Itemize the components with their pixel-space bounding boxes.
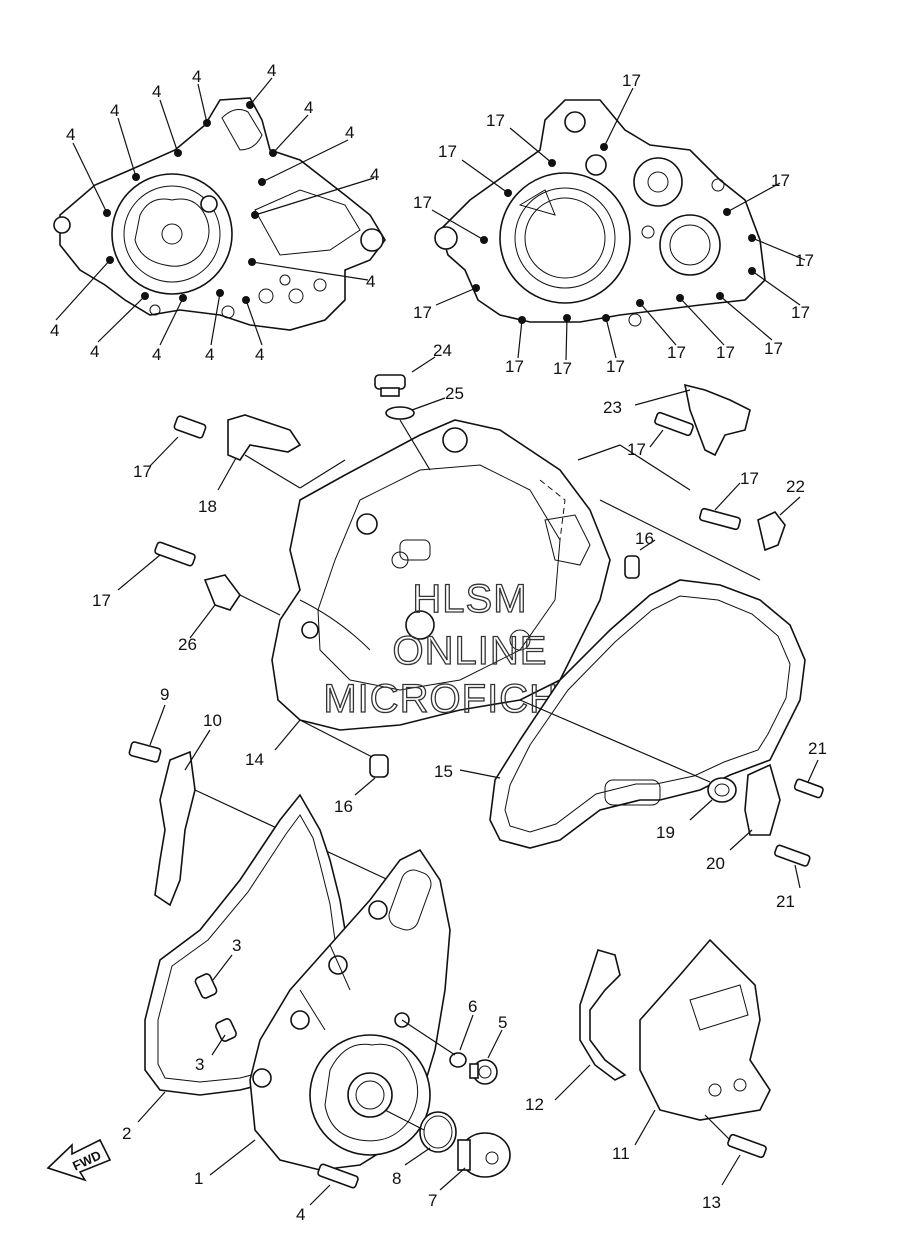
plug-5 bbox=[401, 1014, 503, 1085]
callout-10: 10 bbox=[203, 711, 222, 730]
callout-21a: 21 bbox=[808, 739, 827, 758]
callout-17a: 17 bbox=[133, 462, 152, 481]
callout-18: 18 bbox=[198, 497, 217, 516]
bolt-13 bbox=[704, 1114, 767, 1186]
dowels-3 bbox=[194, 954, 237, 1056]
callout-17-r10: 17 bbox=[764, 339, 783, 358]
clip-22 bbox=[599, 482, 801, 581]
crankcase-cover-main bbox=[271, 419, 611, 731]
callout-4-l9: 4 bbox=[255, 345, 264, 364]
callout-22: 22 bbox=[786, 477, 805, 496]
dowel-16-upper bbox=[624, 539, 656, 579]
callout-25: 25 bbox=[445, 384, 464, 403]
callout-12: 12 bbox=[525, 1095, 544, 1114]
callout-11: 11 bbox=[612, 1144, 630, 1163]
gasket-15 bbox=[459, 579, 806, 849]
callout-1: 1 bbox=[194, 1169, 203, 1188]
bolt-4-bottom bbox=[309, 1163, 359, 1206]
callout-20: 20 bbox=[706, 854, 725, 873]
callout-4-l6: 4 bbox=[345, 123, 354, 142]
callout-17-r12: 17 bbox=[795, 251, 814, 270]
callout-17-r8: 17 bbox=[667, 343, 686, 362]
forward-arrow-icon: FWD bbox=[46, 1138, 112, 1182]
callout-2: 2 bbox=[122, 1124, 131, 1143]
plate-20 bbox=[729, 759, 824, 889]
callout-17c: 17 bbox=[627, 440, 646, 459]
right-cover-callouts: 17 17 17 17 17 17 17 17 17 17 17 17 17 1… bbox=[413, 71, 814, 378]
callout-4: 4 bbox=[296, 1205, 305, 1224]
callout-4-l12: 4 bbox=[90, 342, 99, 361]
callout-15: 15 bbox=[434, 762, 453, 781]
bracket-18 bbox=[149, 414, 346, 491]
callout-17b: 17 bbox=[92, 591, 111, 610]
callout-17-r0: 17 bbox=[622, 71, 641, 90]
callout-17d: 17 bbox=[740, 469, 759, 488]
oil-filler-plug bbox=[374, 356, 446, 471]
bracket-23 bbox=[577, 383, 751, 491]
callout-16a: 16 bbox=[635, 529, 654, 548]
callout-17-r9: 17 bbox=[716, 343, 735, 362]
right-cover-inset bbox=[431, 87, 806, 361]
dowel-14-16-lower bbox=[274, 719, 389, 796]
bracket-26 bbox=[117, 541, 281, 639]
callout-17-r2: 17 bbox=[438, 142, 457, 161]
bearing-19 bbox=[519, 699, 737, 821]
callout-5: 5 bbox=[498, 1013, 507, 1032]
callout-4-l3: 4 bbox=[192, 67, 201, 86]
callout-4-l8: 4 bbox=[366, 272, 375, 291]
watermark-line-1: HLSM bbox=[412, 577, 527, 621]
bracket-10 bbox=[128, 704, 411, 907]
callout-17-r4: 17 bbox=[413, 303, 432, 322]
callout-17-r6: 17 bbox=[553, 359, 572, 378]
callout-4-l4: 4 bbox=[267, 61, 276, 80]
left-cover-callouts: 4 4 4 4 4 4 4 4 4 4 4 4 4 4 bbox=[50, 61, 379, 364]
callout-17-r5: 17 bbox=[505, 357, 524, 376]
callout-3a: 3 bbox=[232, 936, 241, 955]
callout-4-l10: 4 bbox=[205, 345, 214, 364]
callout-13: 13 bbox=[702, 1193, 721, 1212]
callout-labels: 1 2 3 3 4 5 6 7 8 9 10 11 12 13 14 15 16… bbox=[92, 341, 827, 1224]
callout-8: 8 bbox=[392, 1169, 401, 1188]
callout-3b: 3 bbox=[195, 1055, 204, 1074]
callout-4-l11: 4 bbox=[152, 345, 161, 364]
callout-6: 6 bbox=[468, 997, 477, 1016]
callout-19: 19 bbox=[656, 823, 675, 842]
callout-14: 14 bbox=[245, 750, 264, 769]
callout-4-l0: 4 bbox=[66, 125, 75, 144]
callout-23: 23 bbox=[603, 398, 622, 417]
callout-17-r13: 17 bbox=[771, 171, 790, 190]
callout-17-r7: 17 bbox=[606, 357, 625, 376]
callout-4-l13: 4 bbox=[50, 321, 59, 340]
watermark-line-2: ONLINE bbox=[393, 629, 548, 673]
callout-4-l5: 4 bbox=[304, 98, 313, 117]
callout-26: 26 bbox=[178, 635, 197, 654]
callout-4-l1: 4 bbox=[110, 101, 119, 120]
callout-4-l7: 4 bbox=[370, 165, 379, 184]
callout-17-r11: 17 bbox=[791, 303, 810, 322]
callout-21b: 21 bbox=[776, 892, 795, 911]
callout-7: 7 bbox=[428, 1191, 437, 1210]
cover-11 bbox=[634, 938, 771, 1146]
callout-17-r1: 17 bbox=[486, 111, 505, 130]
callout-9: 9 bbox=[160, 685, 169, 704]
callout-4-l2: 4 bbox=[152, 82, 161, 101]
callout-16b: 16 bbox=[334, 797, 353, 816]
left-cover-inset bbox=[53, 77, 386, 346]
callout-17-r3: 17 bbox=[413, 193, 432, 212]
cap-7 bbox=[384, 1109, 511, 1191]
gasket-12 bbox=[554, 949, 627, 1101]
callout-24: 24 bbox=[433, 341, 452, 360]
crankcase-cover-1 bbox=[209, 848, 451, 1176]
